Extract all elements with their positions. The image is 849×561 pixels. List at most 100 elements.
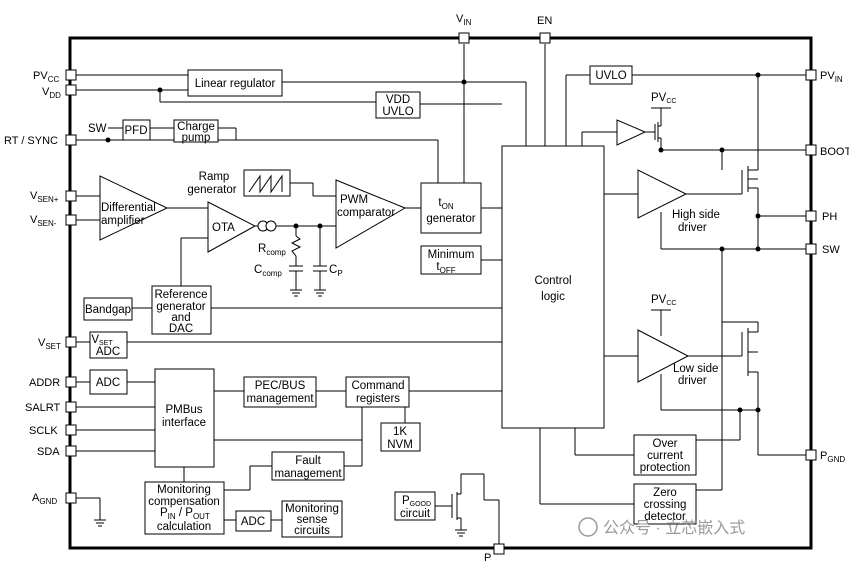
- ocp-label-3: protection: [640, 462, 691, 474]
- pmbus-label-2: interface: [162, 417, 206, 429]
- ccomp-label: Ccomp: [254, 264, 282, 278]
- monitor-adc-label: ADC: [241, 516, 265, 528]
- ramp-generator-block: [243, 169, 291, 197]
- mon-sense-label-2: sense: [297, 514, 328, 526]
- pec-label-2: management: [246, 393, 314, 405]
- pin-pvin-label: PVIN: [820, 70, 843, 84]
- junction-dots: [105, 72, 761, 413]
- fault-management-block: [271, 451, 345, 481]
- pin-en-label: EN: [537, 15, 552, 27]
- monitoring-compensation-block: [144, 481, 225, 535]
- mon-sense-label-3: circuits: [294, 525, 330, 537]
- fault-label-1: Fault: [295, 455, 321, 467]
- uvlo-block: [589, 65, 633, 85]
- pmbus-label-1: PMBus: [165, 404, 202, 416]
- cmd-label-2: registers: [356, 393, 400, 405]
- pvcc-ls-label: PVCC: [651, 294, 676, 307]
- pin-vsen-n-label: VSEN-: [30, 214, 57, 228]
- mon-comp-label-3: PIN / POUT: [160, 507, 210, 521]
- zc-label-3: detector: [644, 511, 686, 523]
- pin-pads: [65, 32, 817, 555]
- monitor-adc-block: [235, 510, 272, 532]
- ton-generator-label-2: generator: [426, 213, 475, 225]
- command-registers-block: [345, 376, 410, 408]
- pwm-comparator-label-1: PWM: [340, 194, 368, 206]
- fault-label-2: management: [274, 468, 342, 480]
- pin-sda-label: SDA: [37, 446, 60, 458]
- vset-adc-block: [89, 331, 128, 359]
- ref-gen-label-3: and: [171, 312, 190, 324]
- zero-crossing-detector-block: [633, 483, 697, 525]
- sawtooth-icon: [248, 174, 283, 194]
- bandgap-block: [83, 297, 133, 321]
- cp-label: CP: [329, 264, 343, 278]
- chip-outline: [68, 36, 813, 550]
- addr-adc-label: ADC: [96, 377, 120, 389]
- ton-generator-block: [420, 182, 482, 234]
- control-logic-label-2: logic: [541, 291, 565, 303]
- ls-driver-label-2: driver: [678, 375, 707, 387]
- addr-adc-block: [89, 369, 128, 395]
- min-toff-block: [420, 245, 482, 275]
- reference-dac-block: [151, 285, 212, 335]
- min-toff-label-2: tOFF: [436, 261, 455, 275]
- pin-vdd-label: VDD: [42, 86, 61, 100]
- ramp-generator-label-2: generator: [187, 184, 236, 196]
- pin-pvcc-label: PVCC: [33, 70, 59, 84]
- pin-rt-sync-label: RT / SYNC: [4, 135, 58, 147]
- linear-regulator-label: Linear regulator: [195, 78, 276, 90]
- mon-comp-label-4: calculation: [157, 521, 211, 533]
- rcomp-resistor-icon: [290, 235, 302, 257]
- zc-label-1: Zero: [653, 487, 677, 499]
- ramp-generator-label-1: Ramp: [199, 171, 230, 183]
- pin-boot-label: BOOT: [820, 146, 849, 158]
- pmbus-interface-block: [154, 368, 215, 468]
- charge-pump-block: [173, 119, 219, 143]
- pin-vin-label: VIN: [456, 13, 472, 27]
- over-current-protection-block: [633, 434, 697, 476]
- wechat-icon: [578, 517, 598, 537]
- pin-sw-label: SW: [822, 244, 840, 256]
- hs-driver-label-2: driver: [678, 222, 707, 234]
- pin-vset-label: VSET: [38, 337, 61, 351]
- ocp-label-1: Over: [653, 438, 678, 450]
- pec-label-1: PEC/BUS: [255, 380, 306, 392]
- nvm-label-2: NVM: [387, 439, 413, 451]
- zc-label-2: crossing: [644, 499, 687, 511]
- nvm-block: [380, 422, 421, 452]
- low-side-driver-triangle: [637, 329, 690, 383]
- mon-comp-label-1: Monitoring: [157, 484, 211, 496]
- ton-generator-label-1: tON: [438, 197, 453, 211]
- rcomp-label: Rcomp: [258, 243, 286, 257]
- control-logic-block: [501, 145, 605, 429]
- pgood-label-2: circuit: [400, 508, 431, 520]
- diff-amp-label-1: Differential: [101, 202, 156, 214]
- vset-adc-label-1: VSET: [91, 334, 113, 347]
- charge-pump-label-2: pump: [182, 132, 211, 144]
- sw-net-label: SW: [88, 123, 107, 135]
- mon-sense-label-1: Monitoring: [285, 503, 339, 515]
- pwm-comparator-label-2: comparator: [337, 207, 395, 219]
- hs-driver-label-1: High side: [672, 209, 720, 221]
- vset-adc-label-2: ADC: [96, 346, 120, 358]
- ocp-label-2: current: [647, 450, 684, 462]
- mon-comp-label-2: compensation: [148, 496, 220, 508]
- min-toff-label-1: Minimum: [428, 249, 475, 261]
- pec-bus-management-block: [243, 376, 317, 408]
- pin-addr-label: ADDR: [29, 377, 60, 389]
- pgood-label-1: PGOOD: [402, 495, 431, 508]
- current-source-icon-2: [265, 220, 277, 232]
- differential-amplifier-triangle: [99, 175, 169, 241]
- pin-sclk-label: SCLK: [29, 425, 58, 437]
- charge-pump-label-1: Charge: [177, 121, 215, 133]
- pin-agnd-label: AGND: [32, 492, 57, 506]
- pin-ph-label: PH: [822, 211, 837, 223]
- linear-regulator-block: [187, 69, 283, 97]
- high-side-driver-triangle: [637, 169, 688, 219]
- ref-gen-label-2: generator: [156, 301, 205, 313]
- ota-triangle: [207, 201, 257, 253]
- control-logic-label-1: Control: [534, 275, 571, 287]
- pwm-comparator-triangle: [335, 179, 407, 249]
- ref-gen-label-1: Reference: [154, 289, 207, 301]
- pin-salrt-label: SALRT: [25, 402, 61, 414]
